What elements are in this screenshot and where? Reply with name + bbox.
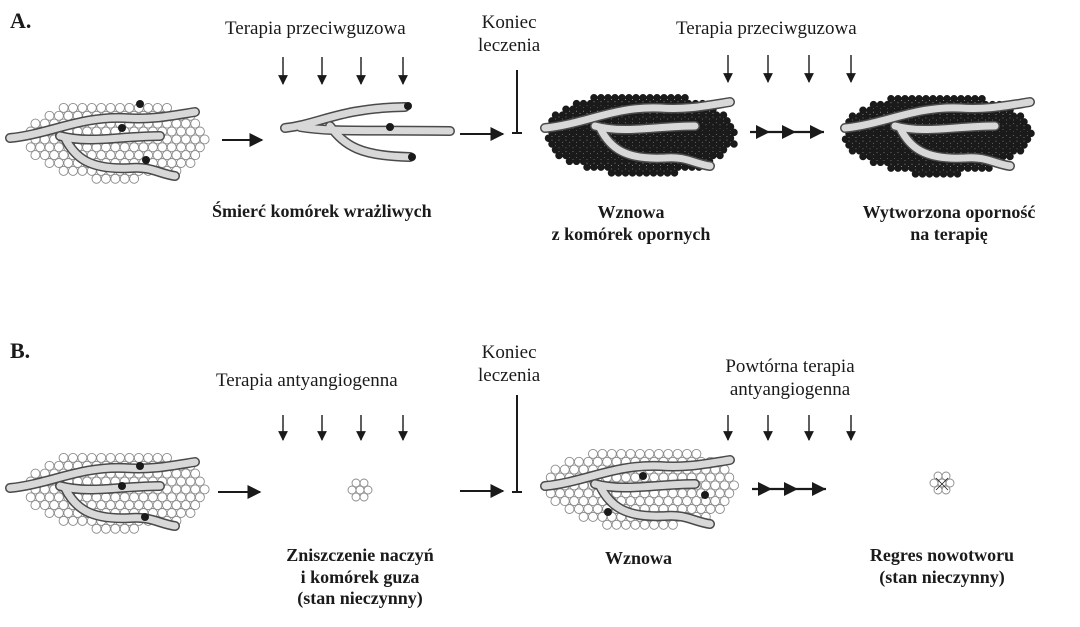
resistant-cell-a4 xyxy=(404,102,412,110)
resistant-cell-a6 xyxy=(408,153,416,161)
resistant-cell-b2 xyxy=(118,482,126,490)
triple-arrow-b-head-2 xyxy=(784,482,798,496)
resistant-cell-a1 xyxy=(136,100,144,108)
resistant-cell-a2 xyxy=(118,124,126,132)
triple-arrow-b-head-3 xyxy=(812,482,826,496)
triple-arrow-a-head-1 xyxy=(756,125,770,139)
resistant-cell-a5 xyxy=(386,123,394,131)
triple-arrow-a-head-3 xyxy=(810,125,824,139)
triple-arrow-a-head-2 xyxy=(782,125,796,139)
resistant-cell-a3 xyxy=(142,156,150,164)
relapse-cell-b2 xyxy=(701,491,709,499)
resistant-cell-b3 xyxy=(141,513,149,521)
resistant-cell-b1 xyxy=(136,462,144,470)
triple-arrow-b-head-1 xyxy=(758,482,772,496)
relapse-cell-b1 xyxy=(639,472,647,480)
relapse-cell-b3 xyxy=(604,508,612,516)
regressed-cluster-b xyxy=(930,472,954,494)
vessel-a-treated xyxy=(285,107,450,157)
residual-cluster-b xyxy=(348,479,372,501)
